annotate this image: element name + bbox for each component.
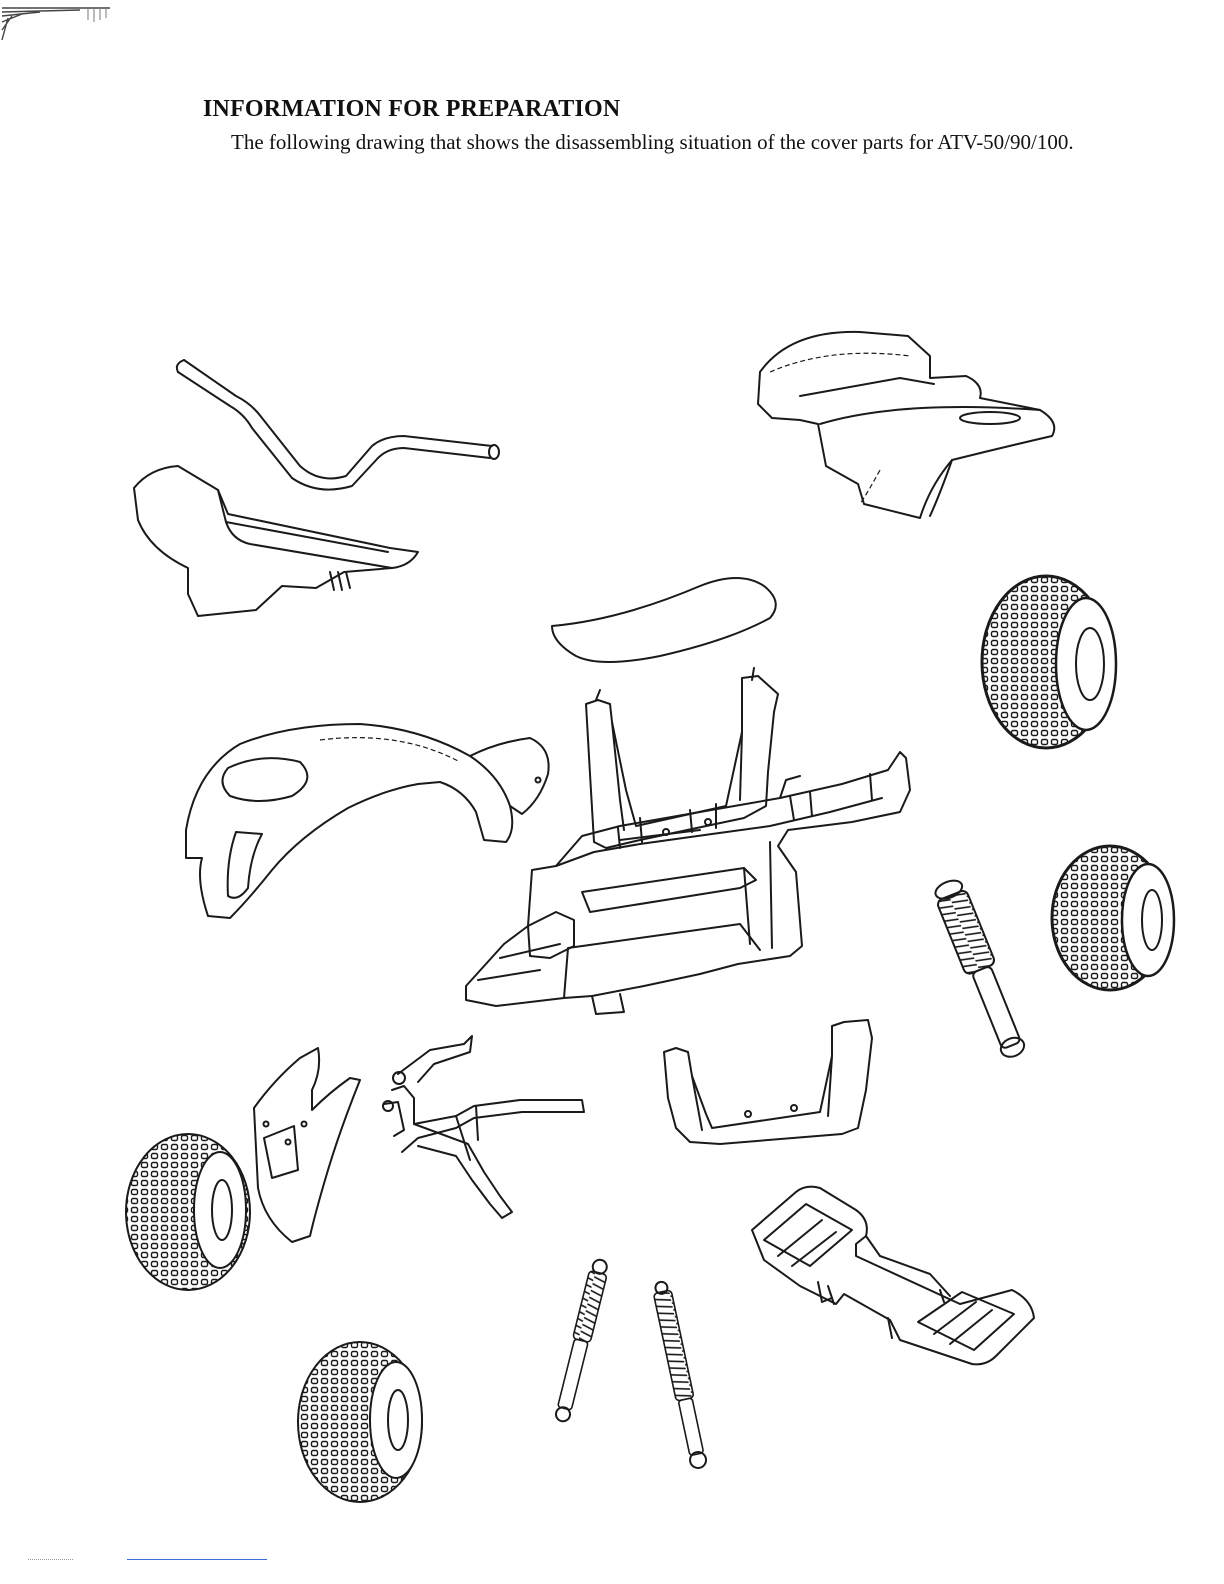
shock-absorber-left [553, 1258, 611, 1423]
tire-top-right [982, 576, 1116, 748]
tire-bottom-center [298, 1342, 422, 1502]
front-panel [134, 466, 418, 616]
footer-dots [28, 1559, 73, 1560]
front-fender [186, 724, 549, 918]
steering-fork [383, 1036, 584, 1218]
rear-rack [752, 1187, 1034, 1365]
shock-absorber-right [931, 876, 1031, 1061]
shock-absorber-center [651, 1280, 708, 1470]
handlebar [177, 360, 499, 490]
tire-bottom-left [126, 1134, 250, 1290]
rear-fender [758, 332, 1054, 518]
frame [466, 752, 910, 1014]
footrest-left [586, 668, 778, 848]
tire-mid-right [1052, 846, 1174, 990]
seat [552, 578, 776, 662]
front-guard [254, 1048, 360, 1242]
footrest-right [664, 1020, 872, 1144]
footer-rule [127, 1559, 267, 1560]
